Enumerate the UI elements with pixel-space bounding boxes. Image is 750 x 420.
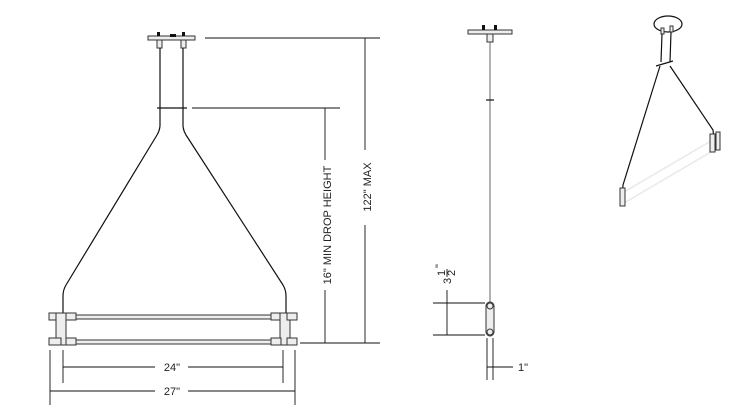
- bar-height-unit: ": [434, 264, 446, 268]
- bar-height-label: 3 1 2 ": [434, 264, 458, 284]
- light-bars: [48, 312, 298, 346]
- front-view: 16" MIN DROP HEIGHT 122" MAX 24" 27": [48, 32, 380, 405]
- bar-height-numerator: 1: [436, 270, 448, 276]
- canopy: [147, 32, 196, 49]
- max-height-label: 122" MAX: [362, 162, 374, 212]
- perspective-view: [619, 15, 721, 207]
- bar-depth-label: 1": [518, 362, 528, 374]
- side-bar: [485, 301, 495, 337]
- min-drop-label: 16" MIN DROP HEIGHT: [322, 165, 334, 284]
- inner-width-label: 24": [164, 362, 180, 374]
- bar-height-denominator: 2: [446, 270, 458, 276]
- left-cable: [62, 110, 161, 318]
- perspective-canopy: [653, 15, 683, 33]
- side-view: 3 1 2 " 1": [433, 25, 528, 380]
- overall-width-label: 27": [164, 386, 180, 398]
- side-canopy: [467, 29, 513, 35]
- right-cable: [182, 110, 287, 318]
- bar-height-whole: 3: [442, 278, 454, 284]
